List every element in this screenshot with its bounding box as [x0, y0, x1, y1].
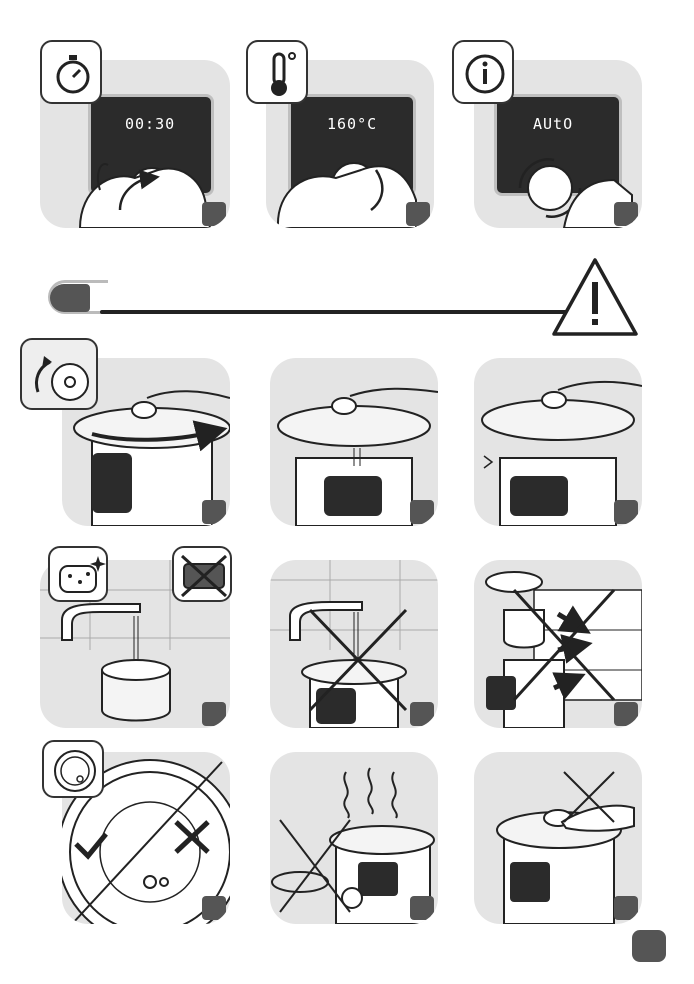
section-header-bar — [48, 280, 598, 316]
sponge-icon — [50, 548, 110, 604]
page-tab — [632, 930, 666, 962]
gasket-icon — [44, 742, 106, 800]
thermometer-icon — [248, 42, 310, 106]
step-badge — [410, 702, 434, 726]
step-badge — [406, 202, 430, 226]
step-panel-do-not-touch — [474, 752, 642, 924]
timer-icon — [42, 42, 104, 106]
step-panel-lid-lift — [270, 358, 438, 526]
scouring-pad-icon-box — [172, 546, 232, 602]
step-badge — [410, 896, 434, 920]
scouring-pad-icon — [174, 548, 234, 604]
step-panel-no-water-cooker — [270, 560, 438, 728]
step-badge — [614, 896, 638, 920]
step-badge — [202, 202, 226, 226]
step-panel-hot-steam — [270, 752, 438, 924]
step-badge — [410, 500, 434, 524]
info-icon-box — [452, 40, 514, 104]
lid-rotate-icon-box — [20, 338, 98, 410]
step-badge — [202, 896, 226, 920]
section-rule — [100, 310, 600, 314]
warning-icon — [550, 256, 640, 338]
lid-rotate-icon — [22, 340, 100, 412]
sponge-icon-box — [48, 546, 108, 602]
step-panel-lid-tilt — [474, 358, 642, 526]
step-badge — [614, 500, 638, 524]
gasket-icon-box — [42, 740, 104, 798]
step-badge — [202, 500, 226, 524]
info-icon — [454, 42, 516, 106]
timer-icon-box — [40, 40, 102, 104]
step-panel-no-dishwasher — [474, 560, 642, 728]
step-badge — [614, 702, 638, 726]
section-badge — [50, 284, 90, 312]
thermometer-icon-box — [246, 40, 308, 104]
step-badge — [202, 702, 226, 726]
step-badge — [614, 202, 638, 226]
